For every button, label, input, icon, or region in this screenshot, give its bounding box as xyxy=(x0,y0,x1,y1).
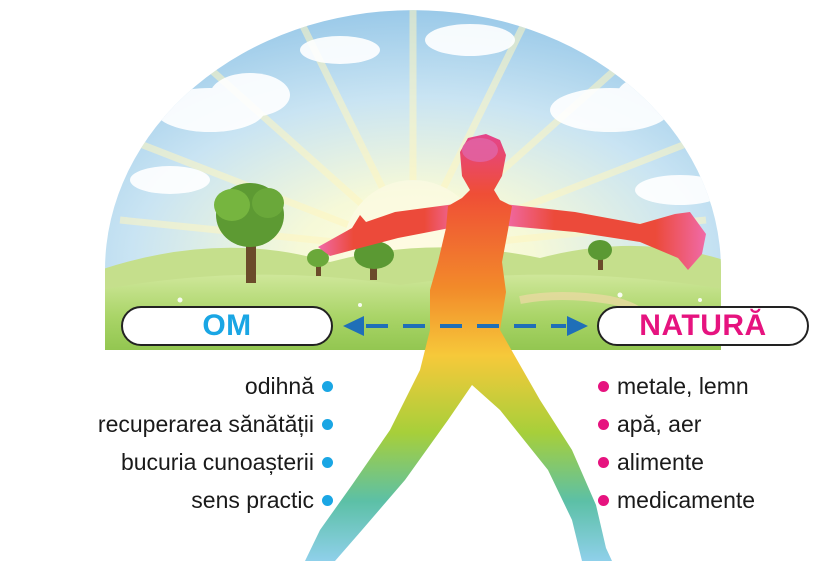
resource-text: metale, lemn xyxy=(617,367,749,405)
human-benefits-list: odihnă recuperarea sănătății bucuria cun… xyxy=(98,367,333,519)
list-item: sens practic xyxy=(98,481,333,519)
nature-label: NATURĂ xyxy=(597,306,809,346)
list-item: medicamente xyxy=(598,481,755,519)
bullet-dot-icon xyxy=(598,457,609,468)
list-item: apă, aer xyxy=(598,405,755,443)
bullet-dot-icon xyxy=(322,495,333,506)
benefit-text: odihnă xyxy=(245,367,314,405)
benefit-text: bucuria cunoașterii xyxy=(121,443,314,481)
list-item: bucuria cunoașterii xyxy=(98,443,333,481)
list-item: alimente xyxy=(598,443,755,481)
list-item: recuperarea sănătății xyxy=(98,405,333,443)
bullet-dot-icon xyxy=(322,457,333,468)
human-label: OM xyxy=(121,306,333,346)
bullet-dot-icon xyxy=(322,419,333,430)
resource-text: apă, aer xyxy=(617,405,701,443)
bullet-dot-icon xyxy=(598,381,609,392)
bullet-dot-icon xyxy=(598,495,609,506)
benefit-text: sens practic xyxy=(191,481,314,519)
benefit-text: recuperarea sănătății xyxy=(98,405,314,443)
bullet-dot-icon xyxy=(322,381,333,392)
bullet-dot-icon xyxy=(598,419,609,430)
resource-text: medicamente xyxy=(617,481,755,519)
nature-resources-list: metale, lemn apă, aer alimente medicamen… xyxy=(598,367,755,519)
list-item: odihnă xyxy=(98,367,333,405)
list-item: metale, lemn xyxy=(598,367,755,405)
resource-text: alimente xyxy=(617,443,704,481)
